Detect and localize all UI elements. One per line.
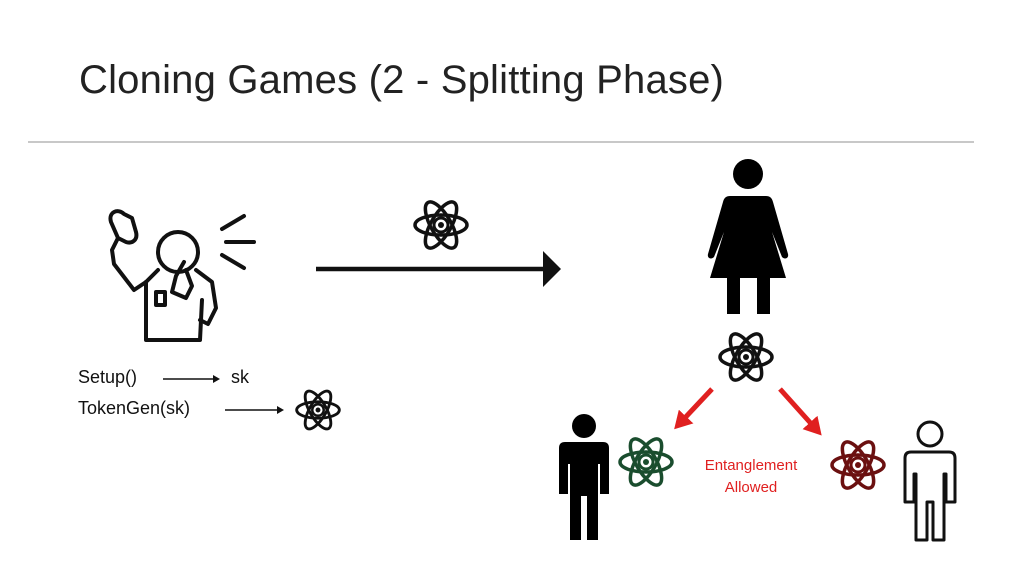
man-icon bbox=[559, 414, 609, 540]
entanglement-line2: Allowed bbox=[724, 479, 778, 496]
slide-title: Cloning Games (2 - Splitting Phase) bbox=[79, 58, 725, 102]
atom-icon bbox=[413, 195, 469, 255]
tokengen-label: TokenGen(sk) bbox=[78, 398, 191, 418]
title-divider bbox=[28, 141, 974, 143]
atom-icon bbox=[830, 435, 886, 495]
atom-icon bbox=[295, 386, 341, 434]
atom-icon bbox=[718, 327, 774, 387]
woman-icon bbox=[707, 159, 789, 314]
man-outline-icon bbox=[903, 420, 957, 542]
sk-label: sk bbox=[231, 367, 249, 387]
entanglement-note: Entanglement Allowed bbox=[686, 455, 816, 499]
entanglement-line1: Entanglement bbox=[704, 457, 798, 474]
setup-label: Setup() bbox=[78, 367, 138, 387]
split-arrow-right bbox=[778, 387, 822, 436]
referee-whistle-icon bbox=[108, 209, 256, 342]
split-arrow-left bbox=[674, 387, 714, 430]
atom-icon bbox=[618, 432, 674, 492]
